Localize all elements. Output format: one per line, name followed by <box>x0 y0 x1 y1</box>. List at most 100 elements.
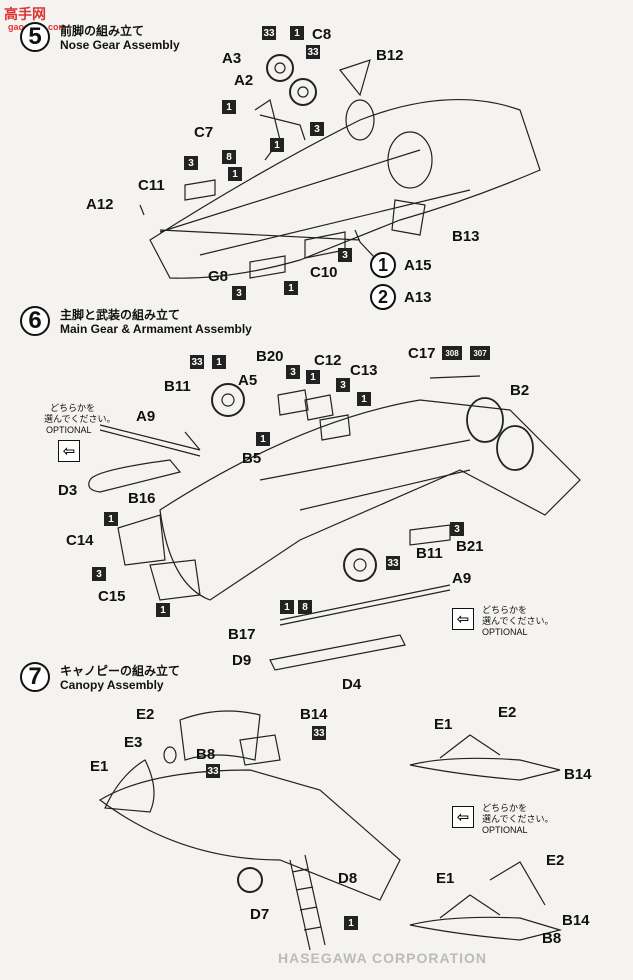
part-a12: A12 <box>86 196 114 213</box>
part-e2-side: E2 <box>498 704 517 721</box>
part-e2-alt: E2 <box>546 852 565 869</box>
tank-d9 <box>269 634 406 671</box>
part-d3: D3 <box>58 482 78 499</box>
step-6-title-jp: 主脚と武装の組み立て <box>60 308 181 322</box>
callout-2: 2 <box>370 284 396 310</box>
part-b11-right: B11 <box>416 545 443 562</box>
callout-1: 1 <box>370 252 396 278</box>
paint-1: 1 <box>156 603 170 617</box>
missile-a9-right <box>279 584 451 626</box>
optional-jp-line2-canopy: 選んでください。 <box>482 814 554 824</box>
part-a9-left: A9 <box>136 408 156 425</box>
part-b12: B12 <box>376 47 404 64</box>
paint-33: 33 <box>190 355 204 369</box>
part-g8: G8 <box>208 268 229 285</box>
paint-3: 3 <box>92 567 106 581</box>
part-b20: B20 <box>256 348 284 365</box>
paint-3: 3 <box>286 365 300 379</box>
part-c7: C7 <box>194 124 214 141</box>
paint-3: 3 <box>184 156 198 170</box>
optional-arrow-icon-canopy: ⇦ <box>452 806 474 828</box>
part-e1: E1 <box>90 758 109 775</box>
step-5-title-en: Nose Gear Assembly <box>60 38 180 52</box>
part-b16: B16 <box>128 490 156 507</box>
paint-307: 307 <box>470 346 490 360</box>
part-d9: D9 <box>232 652 252 669</box>
canopy-e1 <box>104 759 155 813</box>
tank-d3 <box>88 459 182 493</box>
part-b14-alt: B14 <box>562 912 590 929</box>
paint-33: 33 <box>312 726 326 740</box>
optional-jp-line1-left: どちらかを <box>50 403 96 413</box>
part-b8-alt: B8 <box>542 930 562 947</box>
optional-jp-line2-left: 選んでください。 <box>44 414 116 424</box>
main-wheel-right <box>343 548 377 582</box>
part-a15: A15 <box>404 257 432 274</box>
paint-3: 3 <box>232 286 246 300</box>
part-c8: C8 <box>312 26 332 43</box>
part-b14-side: B14 <box>564 766 592 783</box>
paint-33: 33 <box>306 45 320 59</box>
part-a2: A2 <box>234 72 254 89</box>
paint-1: 1 <box>357 392 371 406</box>
missile-a9-left <box>99 424 201 457</box>
watermark-cn: 高手网 <box>4 6 46 22</box>
step-5-title-jp: 前脚の組み立て <box>60 24 145 38</box>
paint-1: 1 <box>104 512 118 526</box>
optional-arrow-icon-right: ⇦ <box>452 608 474 630</box>
paint-1: 1 <box>280 600 294 614</box>
optional-en-left: OPTIONAL <box>46 425 92 435</box>
paint-308: 308 <box>442 346 462 360</box>
nose-wheel-a3 <box>266 54 294 82</box>
paint-1: 1 <box>212 355 226 369</box>
step-6-title-en: Main Gear & Armament Assembly <box>60 322 252 336</box>
paint-3: 3 <box>450 522 464 536</box>
part-b5: B5 <box>242 450 262 467</box>
optional-en-right: OPTIONAL <box>482 627 528 637</box>
ladder <box>289 854 326 951</box>
step-7-number: 7 <box>20 662 50 692</box>
optional-jp-line2-right: 選んでください。 <box>482 616 554 626</box>
paint-1: 1 <box>256 432 270 446</box>
part-e2: E2 <box>136 706 155 723</box>
part-e1-side: E1 <box>434 716 453 733</box>
paint-1: 1 <box>306 370 320 384</box>
paint-33: 33 <box>386 556 400 570</box>
main-wheel-left <box>211 383 245 417</box>
paint-1: 1 <box>228 167 242 181</box>
part-c13: C13 <box>350 362 378 379</box>
optional-jp-line1-canopy: どちらかを <box>482 803 528 813</box>
step-7-title-en: Canopy Assembly <box>60 678 164 692</box>
paint-8: 8 <box>222 150 236 164</box>
paint-1: 1 <box>270 138 284 152</box>
part-a13: A13 <box>404 289 432 306</box>
optional-jp-line1-right: どちらかを <box>482 605 528 615</box>
nose-wheel-a2 <box>289 78 317 106</box>
part-b21: B21 <box>456 538 484 555</box>
part-b17: B17 <box>228 626 256 643</box>
optional-arrow-icon-left: ⇦ <box>58 440 80 462</box>
paint-33: 33 <box>262 26 276 40</box>
step-5-number: 5 <box>20 22 50 52</box>
part-d4: D4 <box>342 676 362 693</box>
paint-8: 8 <box>298 600 312 614</box>
part-c15: C15 <box>98 588 126 605</box>
paint-1: 1 <box>290 26 304 40</box>
part-b14: B14 <box>300 706 328 723</box>
paint-1: 1 <box>222 100 236 114</box>
paint-3: 3 <box>336 378 350 392</box>
paint-3: 3 <box>338 248 352 262</box>
paint-3: 3 <box>310 122 324 136</box>
paint-1: 1 <box>344 916 358 930</box>
canopy-e2 <box>179 710 261 761</box>
part-b2: B2 <box>510 382 530 399</box>
part-b11-left: B11 <box>164 378 191 395</box>
part-e1-alt: E1 <box>436 870 455 887</box>
step6-fuselage <box>159 399 581 601</box>
part-a5: A5 <box>238 372 258 389</box>
part-b13: B13 <box>452 228 480 245</box>
optional-en-canopy: OPTIONAL <box>482 825 528 835</box>
step5-intake <box>387 131 433 189</box>
part-c14: C14 <box>66 532 94 549</box>
